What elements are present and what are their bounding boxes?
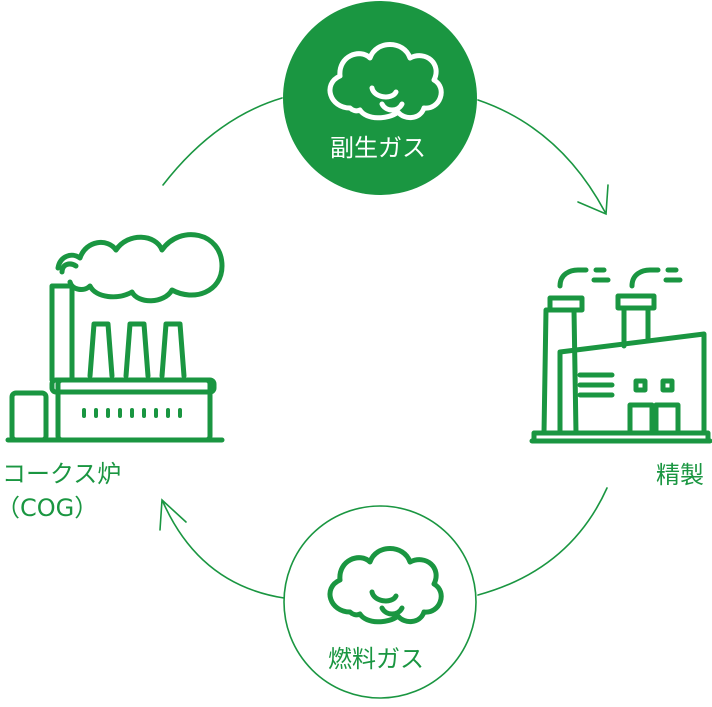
coke-oven-label: コークス炉 (2, 460, 122, 488)
arrowhead-coke (159, 498, 187, 531)
arrowhead-refining (577, 184, 609, 216)
cloud-icon (327, 546, 444, 625)
factory-icon (529, 267, 712, 444)
arrow-fuel-to-coke (162, 501, 285, 599)
byproduct-gas-label: 副生ガス (330, 134, 426, 162)
refining-label: 精製 (656, 461, 704, 489)
arrow-byproduct-to-refining (477, 99, 606, 213)
arrow-coke-to-byproduct (162, 97, 283, 186)
fuel-gas-label: 燃料ガス (328, 645, 424, 673)
coke-oven-icon (5, 232, 225, 443)
fuel-gas-node (283, 505, 477, 699)
coke-oven-sublabel: （COG） (0, 494, 99, 522)
arrow-refining-to-fuel (477, 487, 608, 596)
cloud-icon (327, 42, 444, 121)
byproduct-gas-node (283, 1, 477, 195)
